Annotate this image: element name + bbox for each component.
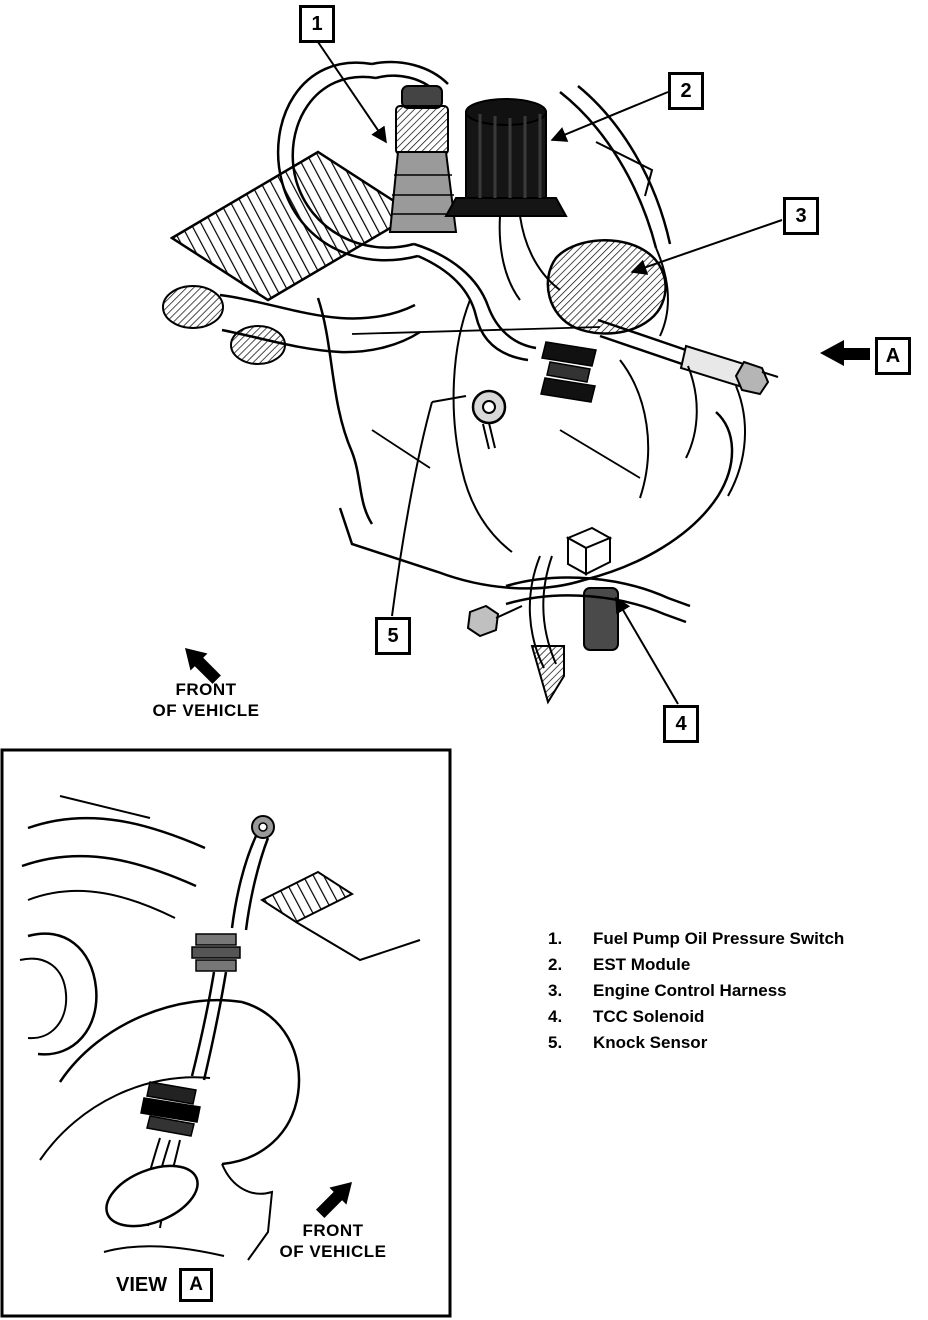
knock-sensor bbox=[471, 389, 507, 450]
legend-item: 4. TCC Solenoid bbox=[548, 1004, 844, 1030]
view-a-inset-frame bbox=[0, 748, 452, 1318]
view-ref-box: A bbox=[179, 1268, 214, 1302]
front-of-vehicle-label-main: FRONT OF VEHICLE bbox=[116, 679, 296, 721]
callout-box-3: 3 bbox=[783, 197, 819, 235]
callout-number-5: 5 bbox=[387, 624, 399, 647]
legend-item: 2. EST Module bbox=[548, 952, 844, 978]
legend-item-label: EST Module bbox=[593, 955, 691, 974]
fuel-lines bbox=[351, 85, 672, 335]
legend-item: 1. Fuel Pump Oil Pressure Switch bbox=[548, 926, 844, 952]
direction-ref-letter: A bbox=[885, 344, 901, 367]
view-label-text: VIEW bbox=[116, 1273, 168, 1296]
front-of-vehicle-arrow-inset bbox=[316, 1182, 352, 1218]
intake-hose bbox=[162, 285, 421, 365]
engine-block-outline bbox=[316, 247, 746, 590]
callout-leader-lines bbox=[317, 41, 783, 705]
legend-item-number: 1. bbox=[548, 929, 563, 948]
direction-a-arrow bbox=[820, 340, 870, 366]
legend-item-label: TCC Solenoid bbox=[593, 1007, 705, 1026]
legend-item-label: Knock Sensor bbox=[593, 1033, 708, 1052]
callout-number-1: 1 bbox=[311, 12, 323, 35]
valve-cover bbox=[169, 150, 417, 302]
front-label-line1: FRONT bbox=[302, 1221, 364, 1240]
callout-number-3: 3 bbox=[795, 204, 807, 227]
legend-item-label: Fuel Pump Oil Pressure Switch bbox=[593, 929, 845, 948]
front-of-vehicle-arrow-main bbox=[185, 648, 221, 684]
callout-number-2: 2 bbox=[680, 79, 692, 102]
legend-item-number: 5. bbox=[548, 1033, 563, 1052]
front-label-line2: OF VEHICLE bbox=[152, 701, 260, 720]
callout-box-5: 5 bbox=[375, 617, 411, 655]
fuel-pump-oil-pressure-switch bbox=[388, 85, 458, 233]
est-module bbox=[444, 98, 568, 301]
direction-ref-box-a: A bbox=[875, 337, 911, 375]
front-of-vehicle-label-inset: FRONT OF VEHICLE bbox=[243, 1220, 423, 1262]
legend-item-number: 3. bbox=[548, 981, 563, 1000]
front-label-line2: OF VEHICLE bbox=[279, 1242, 387, 1261]
tcc-solenoid bbox=[466, 526, 691, 705]
legend-item-number: 4. bbox=[548, 1007, 563, 1026]
callout-box-2: 2 bbox=[668, 72, 704, 110]
callout-number-4: 4 bbox=[675, 712, 687, 735]
legend-item-number: 2. bbox=[548, 955, 563, 974]
view-a-inset-drawing bbox=[19, 795, 421, 1261]
view-a-bolt bbox=[597, 318, 779, 396]
legend-item: 5. Knock Sensor bbox=[548, 1030, 844, 1056]
view-a-label: VIEW A bbox=[116, 1268, 214, 1302]
legend-item: 3. Engine Control Harness bbox=[548, 978, 844, 1004]
callout-box-1: 1 bbox=[299, 5, 335, 43]
callout-box-4: 4 bbox=[663, 705, 699, 743]
legend-item-label: Engine Control Harness bbox=[593, 981, 787, 1000]
front-label-line1: FRONT bbox=[175, 680, 237, 699]
parts-legend: 1. Fuel Pump Oil Pressure Switch 2. EST … bbox=[548, 926, 844, 1056]
